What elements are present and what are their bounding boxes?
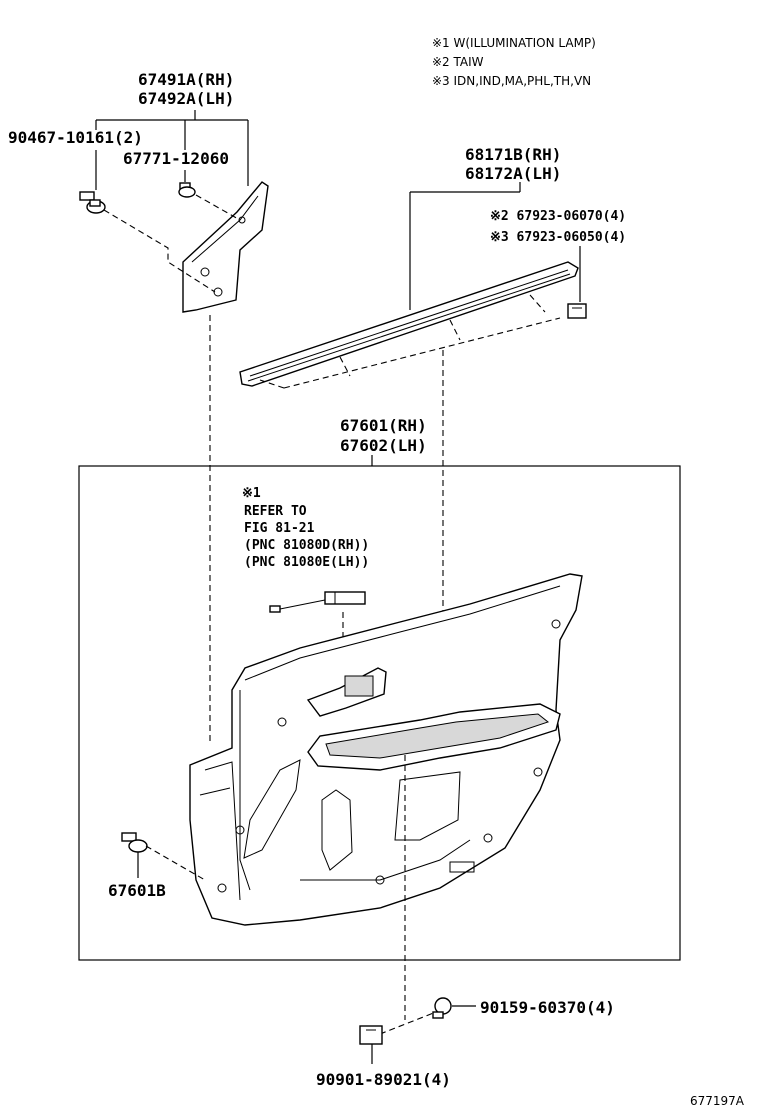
weatherstrip-clip-icon [567, 303, 587, 319]
dash-clip-a [103, 209, 216, 293]
refer-line-4: (PNC 81080E(LH)) [244, 555, 369, 570]
clip-b-icon [178, 182, 196, 198]
refer-line-1: REFER TO [244, 504, 307, 519]
door-trim-panel-icon [189, 573, 583, 926]
dash-panel-clip [145, 845, 206, 881]
label-panel-rh: 67601(RH) [340, 416, 427, 435]
label-panel-clip: 67601B [108, 881, 166, 900]
cap-icon [359, 1025, 383, 1045]
screw-icon [432, 997, 452, 1019]
refer-line-3: (PNC 81080D(RH)) [244, 538, 369, 553]
figure-code: 677197A [690, 1094, 745, 1108]
garnish-leaders [95, 110, 249, 190]
note-1: ※1 W(ILLUMINATION LAMP) [432, 36, 596, 50]
refer-line-2: FIG 81-21 [244, 521, 315, 536]
panel-clip-icon [121, 832, 148, 853]
label-screw: 90159-60370(4) [480, 998, 615, 1017]
illumination-lamp-icon [269, 591, 366, 613]
label-panel-lh: 67602(LH) [340, 436, 427, 455]
label-weatherstrip-rh: 68171B(RH) [465, 145, 561, 164]
dash-weatherstrip [259, 294, 561, 389]
weatherstrip-icon [239, 261, 579, 387]
label-garnish-rh: 67491A(RH) [138, 70, 234, 89]
weatherstrip-leaders [409, 182, 581, 310]
dash-cap-screw [379, 1011, 437, 1035]
label-clip-asia: ※3 67923-06050(4) [490, 230, 626, 245]
dash-clip-b [195, 194, 241, 221]
clip-a-icon [79, 191, 106, 214]
label-clip-b: 67771-12060 [123, 149, 229, 168]
label-weatherstrip-lh: 68172A(LH) [465, 164, 561, 183]
note-2: ※2 TAIW [432, 55, 484, 69]
label-garnish-lh: 67492A(LH) [138, 89, 234, 108]
note-3: ※3 IDN,IND,MA,PHL,TH,VN [432, 74, 591, 88]
label-clip-a: 90467-10161(2) [8, 128, 143, 147]
refer-mark: ※1 [242, 486, 261, 501]
door-garnish-icon [182, 181, 269, 313]
label-clip-taiw: ※2 67923-06070(4) [490, 209, 626, 224]
panel-frame [78, 465, 681, 961]
label-cap: 90901-89021(4) [316, 1070, 451, 1089]
